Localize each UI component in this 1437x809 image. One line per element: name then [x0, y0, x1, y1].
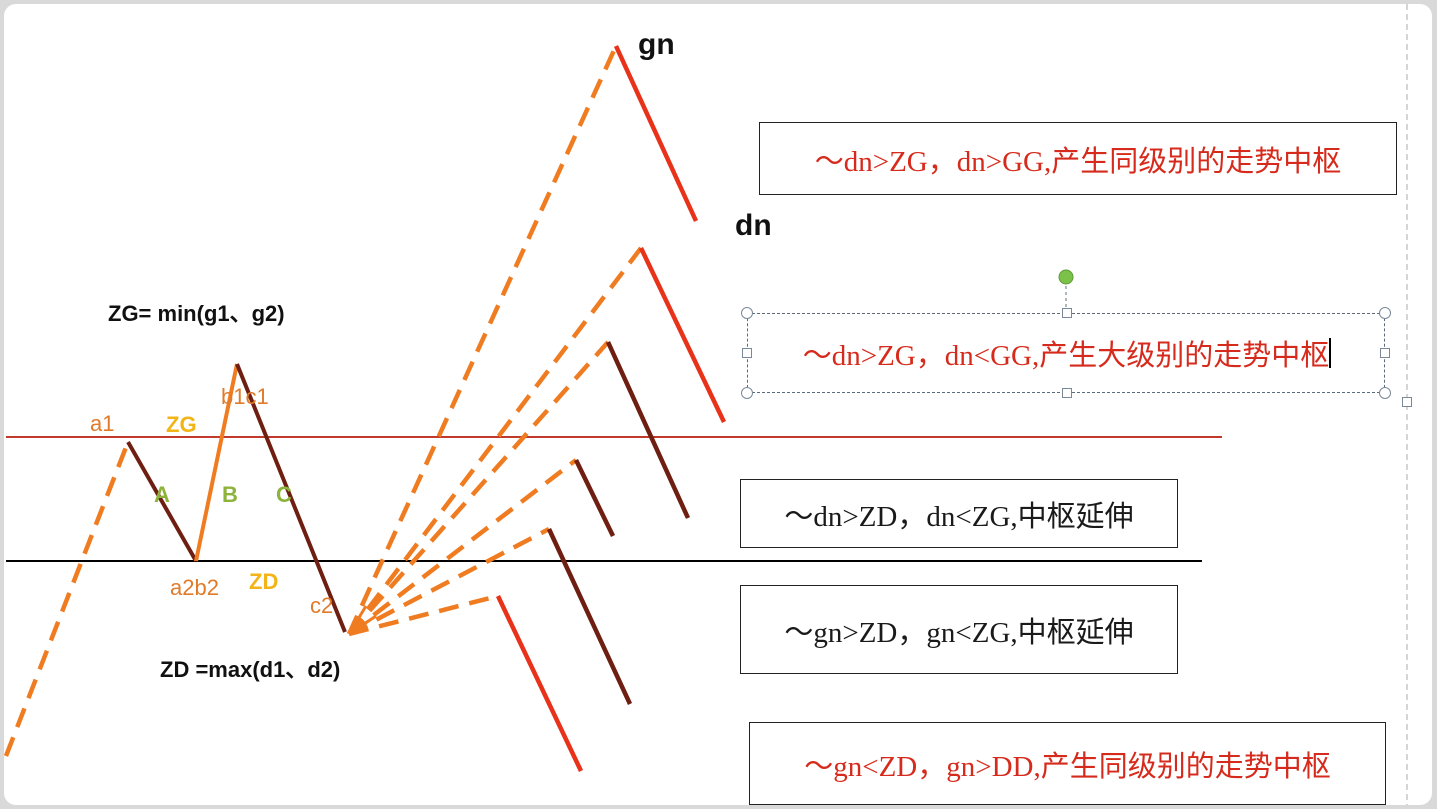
rise-4 [347, 458, 578, 636]
resize-handle-bm[interactable] [1062, 388, 1072, 398]
resize-handle-mr[interactable] [1380, 348, 1390, 358]
note-same-level-down[interactable]: ～gn<ZD，gn>DD,产生同级别的走势中枢 [749, 722, 1386, 805]
segment-label-c: C [276, 482, 292, 507]
tag-zd: ZD [249, 569, 278, 594]
label-a1: a1 [90, 411, 114, 436]
label-dn: dn [735, 209, 772, 242]
rotate-handle[interactable] [1058, 269, 1074, 285]
segment-a [126, 441, 198, 562]
segment-c [235, 363, 347, 633]
resize-handle-bl[interactable] [741, 387, 753, 399]
fall-from-dn [638, 247, 727, 423]
note-extension-gn[interactable]: ～gn>ZD，gn<ZG,中枢延伸 [740, 585, 1178, 674]
note-text: ～dn>ZG，dn>GG,产生同级别的走势中枢 [814, 145, 1342, 178]
zhongshu-diagram: gn dn ZG= min(g1、g2) ZD =max(d1、d2) a1 Z… [4, 4, 1408, 805]
rise-5 [347, 527, 551, 636]
note-bigger-level[interactable]: ～dn>ZG，dn<GG,产生大级别的走势中枢 [747, 313, 1385, 393]
tag-zg: ZG [166, 412, 197, 437]
zg-formula: ZG= min(g1、g2) [108, 301, 285, 326]
rise-to-dn [347, 246, 643, 636]
resize-handle-tm[interactable] [1062, 308, 1072, 318]
note-same-level-up[interactable]: ～dn>ZG，dn>GG,产生同级别的走势中枢 [759, 122, 1397, 195]
fall-3 [605, 341, 691, 519]
text-caret [1329, 338, 1331, 368]
fall-5 [546, 528, 633, 705]
fall-4 [573, 459, 616, 537]
fall-from-gn [613, 45, 699, 222]
segment-label-b: B [222, 482, 238, 507]
resize-handle-tl[interactable] [741, 307, 753, 319]
fall-6 [495, 595, 584, 772]
rise-3 [347, 340, 610, 636]
slide-edge-handle[interactable] [1402, 397, 1412, 407]
resize-handle-tr[interactable] [1379, 307, 1391, 319]
note-extension-dn[interactable]: ～dn>ZD，dn<ZG,中枢延伸 [740, 479, 1178, 548]
label-c2: c2 [310, 593, 333, 618]
rise-6 [348, 593, 499, 637]
segment-label-a: A [154, 482, 170, 507]
label-a2b2: a2b2 [170, 575, 219, 600]
note-text: ～dn>ZG，dn<GG,产生大级别的走势中枢 [802, 340, 1330, 372]
note-text: ～gn<ZD，gn>DD,产生同级别的走势中枢 [804, 750, 1331, 783]
note-text: ～gn>ZD，gn<ZG,中枢延伸 [784, 616, 1134, 649]
resize-handle-ml[interactable] [742, 348, 752, 358]
dashed-rise-fan [346, 45, 643, 637]
zd-formula: ZD =max(d1、d2) [160, 657, 340, 682]
label-b1c1: b1c1 [221, 384, 269, 409]
initial-rise-dashed [4, 441, 131, 757]
segment-b [194, 363, 239, 562]
resize-handle-br[interactable] [1379, 387, 1391, 399]
note-text: ～dn>ZD，dn<ZG,中枢延伸 [784, 500, 1134, 533]
arrowhead [347, 605, 377, 636]
label-gn: gn [638, 28, 675, 61]
slide-canvas: gn dn ZG= min(g1、g2) ZD =max(d1、d2) a1 Z… [4, 4, 1432, 805]
rise-to-gn [346, 45, 619, 635]
